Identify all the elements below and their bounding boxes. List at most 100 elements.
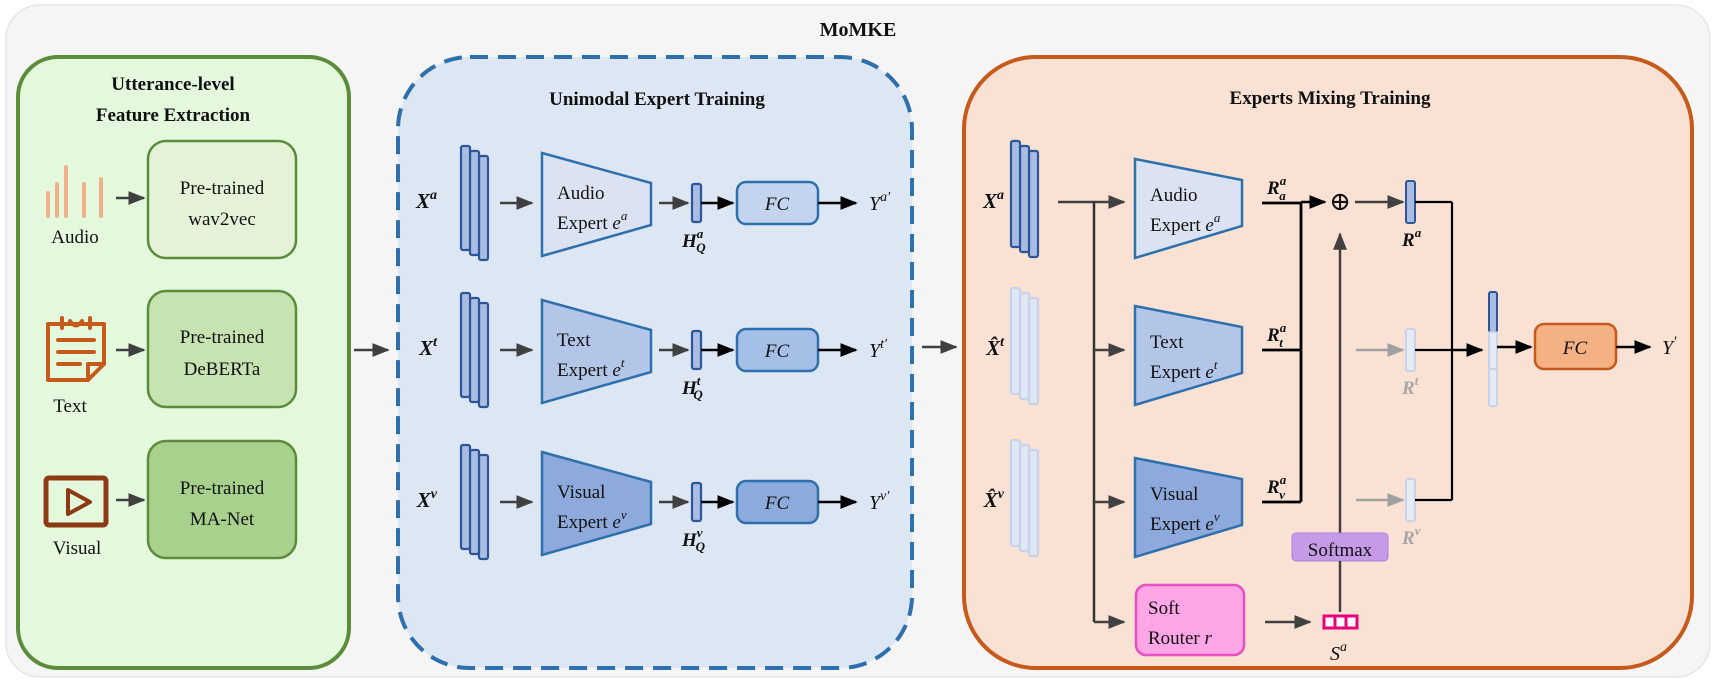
feature-layer — [468, 296, 481, 404]
feature-layer — [1009, 286, 1022, 396]
text-part: t — [1415, 373, 1419, 388]
text-part: S — [1330, 643, 1340, 665]
feature-layer — [459, 443, 472, 551]
mixing-expert-name: Audio — [1150, 185, 1198, 206]
text-part: a — [1280, 173, 1287, 188]
text-part: R — [1266, 477, 1280, 498]
output-label: Yv′ — [869, 489, 890, 514]
text-part: R — [1401, 378, 1415, 399]
mixing-fc-label: FC — [1562, 338, 1588, 359]
text-part: a — [1415, 225, 1422, 240]
text-part: t — [433, 335, 438, 350]
feature-layer — [468, 448, 481, 556]
feature-layer — [459, 291, 472, 399]
text-part: v — [1279, 487, 1285, 502]
text-part: v′ — [880, 489, 890, 504]
fused-output-0: Ra — [1401, 180, 1452, 251]
text-part: Router — [1148, 628, 1204, 649]
expert-subtitle: Expert et — [557, 355, 625, 381]
hidden-feature-bar — [690, 182, 703, 224]
feature-layer — [1009, 438, 1022, 548]
manet-line2: MA-Net — [190, 509, 255, 530]
input-label: Xv — [416, 487, 438, 512]
mixing-expert-trapezoid — [1133, 304, 1244, 407]
feature-stack — [459, 291, 490, 409]
fused-output-label: Rt — [1401, 373, 1419, 399]
text-part: t — [1000, 335, 1005, 350]
input-label: Xa — [415, 188, 437, 213]
text-part: e — [612, 360, 620, 381]
feature-layer — [468, 149, 481, 257]
text-part: r — [1204, 628, 1212, 649]
feature-layer — [1018, 291, 1031, 401]
routing-lines — [1058, 195, 1327, 629]
fc-label: FC — [764, 194, 790, 215]
text-part: X — [415, 189, 431, 213]
audio-waveform-icon — [46, 165, 103, 218]
mixing-feature-stack — [1009, 438, 1040, 558]
softmax-label: Softmax — [1308, 540, 1373, 561]
wav2vec-line2: wav2vec — [188, 209, 256, 230]
panel2-title: Unimodal Expert Training — [549, 89, 765, 110]
text-part: Y — [869, 340, 882, 362]
expert-name: Text — [557, 330, 591, 351]
text-part: Y — [869, 193, 882, 215]
text-part: R — [1401, 528, 1415, 549]
text-part: H — [681, 530, 698, 551]
fused-output-1: Rt — [1356, 328, 1452, 399]
text-label: Text — [53, 396, 87, 417]
manet-line1: Pre-trained — [180, 478, 265, 499]
text-part: R — [1266, 325, 1280, 346]
text-part: Expert — [557, 360, 612, 381]
feature-stack — [459, 144, 490, 262]
expert-name: Audio — [557, 183, 605, 204]
mixing-expert-name: Visual — [1150, 484, 1198, 505]
panel1-title-line2: Feature Extraction — [96, 105, 251, 126]
text-part: e — [612, 213, 620, 234]
text-part: H — [681, 378, 698, 399]
text-part: Expert — [557, 512, 612, 533]
text-part: X̂ — [985, 335, 1001, 360]
router-scores — [1322, 614, 1359, 630]
fused-output-label: Ra — [1401, 225, 1422, 251]
feature-stack — [459, 443, 490, 561]
text-part: Expert — [1150, 514, 1205, 535]
mixing-feature-stack — [1009, 286, 1040, 406]
expert-name: Visual — [557, 482, 605, 503]
text-part: Q — [696, 539, 706, 554]
text-part: Expert — [1150, 362, 1205, 383]
mixing-expert-subtitle: Expert ea — [1150, 210, 1221, 236]
feature-layer — [1018, 443, 1031, 553]
fused-output-label: Rv — [1401, 523, 1421, 549]
expert-subtitle: Expert ev — [557, 507, 627, 533]
mixing-expert-name: Text — [1150, 332, 1184, 353]
text-part: a — [997, 188, 1004, 203]
hidden-feature-bar — [690, 329, 703, 371]
text-part: X̂ — [983, 487, 999, 512]
mixing-expert-trapezoid — [1133, 157, 1244, 260]
text-part: e — [612, 512, 620, 533]
audio-label: Audio — [51, 227, 99, 248]
text-part: H — [681, 231, 698, 252]
text-part: Q — [696, 240, 706, 255]
text-part: Expert — [557, 213, 612, 234]
fused-output-bar — [1405, 478, 1416, 522]
text-part: X — [416, 488, 432, 512]
text-part: t — [621, 355, 625, 370]
text-part: t — [1279, 335, 1283, 350]
router-rect — [1134, 583, 1246, 657]
input-label: Xt — [418, 335, 438, 360]
document-icon — [46, 316, 106, 382]
concat-segment-t — [1488, 331, 1498, 370]
router-line1: Soft — [1148, 598, 1180, 619]
mixing-input-label: X̂v — [983, 487, 1005, 512]
feature-layer — [1018, 144, 1031, 254]
final-output-label: Y′ — [1662, 334, 1677, 359]
expert-trapezoid — [540, 298, 653, 405]
